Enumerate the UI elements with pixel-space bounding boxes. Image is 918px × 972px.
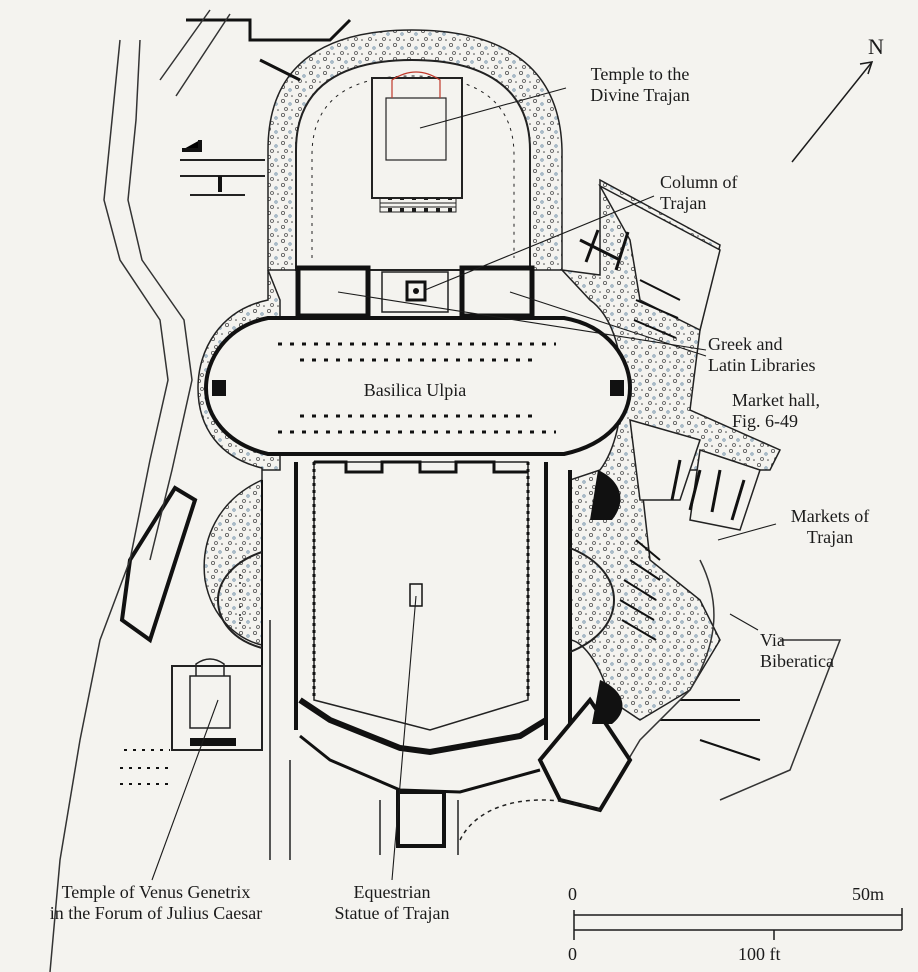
label-leader-lines [151,87,777,881]
north-arrow [791,61,874,163]
label-line: Latin Libraries [708,355,816,375]
label-line: Temple of Venus Genetrix [61,882,251,902]
label-line: Biberatica [760,651,834,671]
basilica-ulpia [203,316,633,456]
label-basilica-ulpia: Basilica Ulpia [363,380,467,400]
north-label: N [868,34,884,59]
street-lines [49,39,169,972]
label-markets-of-trajan: Markets of Trajan [770,506,890,548]
label-via-biberatica: Via Biberatica [760,630,880,672]
label-equestrian-statue: Equestrian Statue of Trajan [312,882,472,924]
scale-imperial-end: 100 ft [738,944,781,964]
label-line: Markets of [790,506,870,526]
label-line: Market hall, [732,390,820,410]
label-line: in the Forum of Julius Caesar [49,903,263,923]
label-line: Trajan [806,527,854,547]
scale-imperial-start: 0 [568,944,577,964]
label-column-of-trajan: Column of Trajan [660,172,790,214]
label-temple-divine-trajan: Temple to the Divine Trajan [560,64,720,106]
label-line: Via [760,630,785,650]
scale-bar [573,908,903,940]
label-market-hall: Market hall, Fig. 6-49 [732,390,872,432]
label-line: Column of [660,172,738,192]
label-line: Equestrian [353,882,431,902]
label-line: Divine Trajan [590,85,690,105]
library-east [459,265,535,319]
label-line: Statue of Trajan [334,903,450,923]
label-line: Greek and [708,334,783,354]
label-temple-venus-genetrix: Temple of Venus Genetrix in the Forum of… [18,882,294,924]
label-libraries: Greek and Latin Libraries [708,334,868,376]
west-hemicycle [216,551,263,649]
label-line: Trajan [660,193,707,213]
label-line: Temple to the [590,64,690,84]
east-hemicycle [569,547,616,653]
via-biberatica [609,559,715,791]
scale-metric-start: 0 [568,884,577,904]
south-gate [396,790,446,848]
library-west [295,265,371,319]
scale-metric-end: 50m [852,884,885,904]
temple-of-venus-genetrix [171,665,263,751]
label-line: Fig. 6-49 [732,411,799,431]
equestrian-statue-base [409,583,423,607]
